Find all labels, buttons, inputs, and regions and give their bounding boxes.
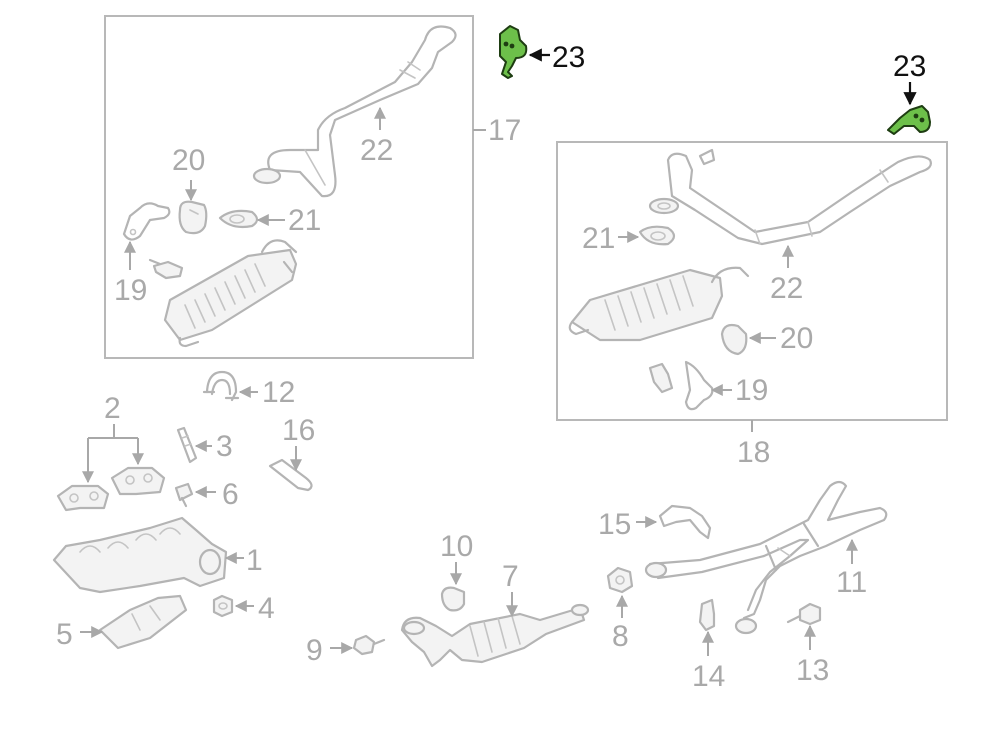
exhaust-manifold-1[interactable]: 1 bbox=[52, 516, 263, 594]
y-pipe-11[interactable]: 11 bbox=[644, 480, 888, 635]
callout-10: 10 bbox=[440, 530, 473, 563]
insulator-20-left[interactable] bbox=[178, 200, 208, 235]
callout-1: 1 bbox=[246, 544, 263, 577]
assembly-box-17 bbox=[104, 15, 474, 359]
callout-11: 11 bbox=[836, 566, 867, 599]
gasket-21-right[interactable] bbox=[638, 225, 676, 246]
tailpipe-22-left[interactable] bbox=[252, 25, 457, 198]
callout-21-left: 21 bbox=[288, 204, 321, 237]
muffler-right[interactable] bbox=[568, 266, 750, 342]
catalytic-converter-7[interactable]: 7 bbox=[400, 560, 590, 668]
callout-3: 3 bbox=[216, 430, 233, 463]
callout-23-top: 23 bbox=[552, 41, 585, 74]
tailpipe-22-right[interactable] bbox=[648, 148, 932, 246]
bolt-left[interactable] bbox=[148, 258, 184, 280]
callout-6: 6 bbox=[222, 478, 239, 511]
callout-22-right: 22 bbox=[770, 272, 803, 305]
muffler-assembly-17-group[interactable]: 20 21 22 19 17 bbox=[104, 15, 521, 359]
callout-13: 13 bbox=[796, 654, 829, 687]
heat-shield-5[interactable]: 5 bbox=[56, 594, 188, 651]
bolt-6[interactable]: 6 bbox=[174, 478, 239, 511]
callout-14: 14 bbox=[692, 660, 725, 693]
bolt-13[interactable]: 13 bbox=[786, 602, 829, 687]
hanger-19-left[interactable] bbox=[122, 202, 171, 241]
callout-19-right: 19 bbox=[735, 374, 768, 407]
callout-22-left: 22 bbox=[360, 134, 393, 167]
callout-7: 7 bbox=[502, 560, 519, 593]
callout-15: 15 bbox=[598, 508, 631, 541]
insulator-10[interactable]: 10 bbox=[440, 530, 473, 612]
callout-2: 2 bbox=[104, 392, 121, 425]
nut-4[interactable]: 4 bbox=[212, 592, 275, 625]
stud-3[interactable]: 3 bbox=[176, 426, 233, 464]
hanger-19-right[interactable] bbox=[684, 360, 714, 411]
callout-8: 8 bbox=[612, 620, 629, 653]
gasket-21-left[interactable] bbox=[218, 209, 259, 229]
callout-19-left: 19 bbox=[114, 274, 147, 307]
callout-20-right: 20 bbox=[780, 322, 813, 355]
stud-14[interactable]: 14 bbox=[692, 598, 725, 693]
clamp-12[interactable]: 12 bbox=[202, 370, 295, 409]
gasket-8[interactable]: 8 bbox=[606, 566, 634, 653]
muffler-left[interactable] bbox=[163, 239, 298, 348]
callout-23-right: 23 bbox=[893, 50, 926, 83]
callout-4: 4 bbox=[258, 592, 275, 625]
callout-20-left: 20 bbox=[172, 144, 205, 177]
bolt-9[interactable]: 9 bbox=[306, 634, 386, 667]
callout-18: 18 bbox=[737, 436, 770, 469]
gaskets-2[interactable]: 2 bbox=[56, 392, 166, 512]
callout-16: 16 bbox=[282, 414, 315, 447]
muffler-assembly-18-group[interactable]: 21 22 20 19 18 bbox=[556, 141, 948, 469]
callout-9: 9 bbox=[306, 634, 323, 667]
heat-shield-16[interactable]: 16 bbox=[268, 414, 315, 492]
callout-17: 17 bbox=[488, 114, 521, 147]
callout-12: 12 bbox=[262, 376, 295, 409]
bracket-15[interactable]: 15 bbox=[598, 504, 712, 541]
hanger-23-right[interactable]: 23 bbox=[887, 50, 931, 135]
callout-5: 5 bbox=[56, 618, 73, 651]
callout-21-right: 21 bbox=[582, 222, 615, 255]
insulator-20-right[interactable] bbox=[720, 323, 748, 356]
hanger-23-top[interactable]: 23 bbox=[499, 25, 585, 79]
bolt-right[interactable] bbox=[648, 362, 674, 394]
